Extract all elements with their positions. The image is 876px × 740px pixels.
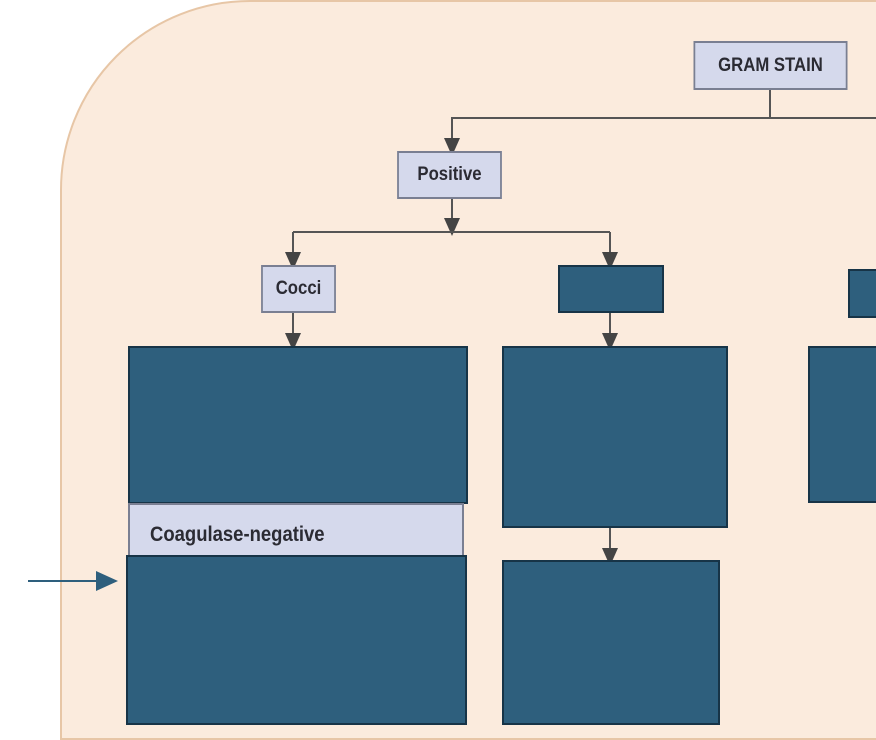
redacted-node-right bbox=[558, 265, 664, 313]
redacted-box-middle-bottom bbox=[502, 560, 720, 725]
redacted-box-right-top bbox=[808, 346, 876, 503]
coagulase-negative-box: Coagulase-negative bbox=[128, 503, 464, 565]
connector-root-to-positive bbox=[444, 117, 770, 156]
redacted-node-far-right bbox=[848, 269, 876, 318]
positive-node: Positive bbox=[397, 151, 502, 199]
redacted-box-left-top bbox=[128, 346, 468, 504]
redacted-box-middle-top bbox=[502, 346, 728, 528]
redacted-box-left-bottom bbox=[126, 555, 467, 725]
coagulase-negative-label: Coagulase-negative bbox=[150, 523, 325, 546]
connector-layer bbox=[28, 88, 876, 591]
cocci-node: Cocci bbox=[261, 265, 336, 313]
connector-root bbox=[769, 88, 876, 119]
gram-stain-node: GRAM STAIN bbox=[693, 41, 848, 90]
